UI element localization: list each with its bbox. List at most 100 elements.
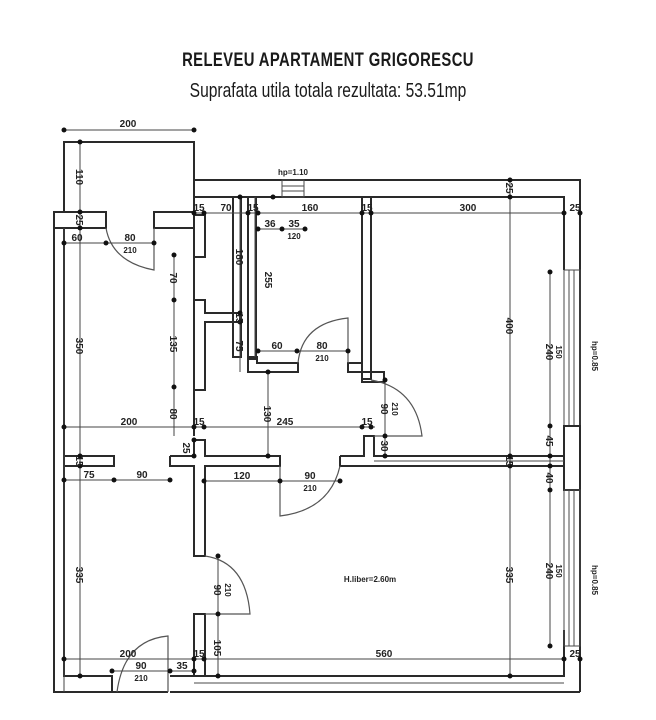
dim-label: 150 <box>554 564 563 578</box>
dim-dot <box>191 424 197 430</box>
dim-label: 25 <box>73 214 84 226</box>
dim-label: 15 <box>503 455 514 467</box>
dim-label: 90 <box>135 661 147 672</box>
dim-dot <box>171 297 177 303</box>
dim-dot <box>215 553 221 559</box>
dim-label: 200 <box>120 649 137 660</box>
dim-label: 15 <box>361 203 373 214</box>
vertical-dimension-labels: 110 25 350 335 15 180 255 70 135 80 15 7… <box>73 169 599 657</box>
dim-label: 400 <box>503 318 514 335</box>
dim-label: 110 <box>73 169 84 186</box>
dim-label: 15 <box>73 455 84 467</box>
dim-label: 90 <box>304 471 316 482</box>
bottom-inner-wall <box>170 630 565 677</box>
dim-dot <box>294 348 300 354</box>
dim-dot <box>191 437 197 443</box>
dim-dot <box>191 127 197 133</box>
dim-dot <box>368 424 374 430</box>
dim-label: 60 <box>271 341 283 352</box>
dim-dot <box>171 384 177 390</box>
dim-dot <box>191 210 197 216</box>
dim-label: 120 <box>234 471 251 482</box>
dim-label: 80 <box>167 408 178 420</box>
dim-label: 25 <box>569 203 581 214</box>
dim-dot <box>265 369 271 375</box>
dim-label: 350 <box>73 338 84 355</box>
balcony-wall <box>63 141 195 436</box>
dim-label: 130 <box>261 406 272 423</box>
dim-dot <box>279 226 285 232</box>
dim-label: 35 <box>176 661 188 672</box>
dim-label: 335 <box>503 567 514 584</box>
dim-dot <box>191 668 197 674</box>
plan-subtitle: Suprafata utila totala rezultata: 53.51m… <box>189 80 467 102</box>
dim-dot <box>111 477 117 483</box>
dim-label: 90 <box>211 584 222 596</box>
dim-dot <box>167 668 173 674</box>
dim-label: 255 <box>262 272 273 289</box>
entry-partition <box>193 613 206 677</box>
dim-dot <box>245 210 251 216</box>
dim-dot <box>507 463 513 469</box>
dim-dot <box>255 348 261 354</box>
dim-label: 15 <box>233 312 244 324</box>
dim-dot <box>345 348 351 354</box>
dim-dot <box>277 478 283 484</box>
dim-dot <box>61 477 67 483</box>
dim-label: 210 <box>223 583 232 597</box>
dim-dot <box>61 240 67 246</box>
dim-dot <box>265 453 271 459</box>
dim-label: 15 <box>193 417 205 428</box>
dim-label: 15 <box>193 203 205 214</box>
dim-label: 25 <box>503 182 514 194</box>
dim-dot <box>201 424 207 430</box>
dim-dot <box>270 194 276 200</box>
window-sill-top-label: hp=1.10 <box>278 168 309 177</box>
dim-dot <box>359 210 365 216</box>
dim-dot <box>237 310 243 316</box>
dim-dot <box>337 478 343 484</box>
dimension-labels: 200 60 80 210 15 70 15 160 15 300 25 36 … <box>71 119 581 683</box>
door-swing-balcony <box>105 227 155 271</box>
door-swing-hall <box>204 555 251 615</box>
dim-label: 245 <box>277 417 294 428</box>
dim-dot <box>382 377 388 383</box>
pier-right <box>563 425 581 491</box>
dim-label: 160 <box>302 203 319 214</box>
dim-label: 60 <box>71 233 83 244</box>
dim-label: 80 <box>316 341 328 352</box>
dim-label: 210 <box>134 674 148 683</box>
dim-dot <box>237 194 243 200</box>
dim-label: 240 <box>543 563 554 580</box>
window-right-upper <box>563 269 581 427</box>
dim-label: 560 <box>376 649 393 660</box>
dim-label: 105 <box>211 640 222 657</box>
bath-corner <box>361 371 385 383</box>
dim-label: 25 <box>569 649 581 660</box>
dim-label: 335 <box>73 567 84 584</box>
door-swing-living <box>279 465 341 517</box>
dim-dot <box>77 225 83 231</box>
dim-label: 45 <box>543 435 554 447</box>
dim-dot <box>255 210 261 216</box>
dim-dot <box>359 424 365 430</box>
partition-70 <box>232 196 242 358</box>
dim-dot <box>547 463 553 469</box>
dimension-lines <box>63 129 564 692</box>
dim-label: 35 <box>288 219 300 230</box>
middle-wall-right <box>339 435 565 467</box>
top-inner-wall <box>194 196 565 270</box>
dim-dot <box>167 477 173 483</box>
dim-dot <box>577 656 583 662</box>
dim-dot <box>507 194 513 200</box>
dim-label: 210 <box>315 354 329 363</box>
dim-label: 25 <box>180 442 191 454</box>
dim-label: 90 <box>136 470 148 481</box>
door-swing-entry <box>116 635 169 693</box>
dimension-dots <box>61 127 583 679</box>
dim-label: 40 <box>543 472 554 484</box>
dim-dot <box>547 269 553 275</box>
dim-label: 210 <box>390 402 399 416</box>
bath-bottom-right <box>347 362 363 373</box>
